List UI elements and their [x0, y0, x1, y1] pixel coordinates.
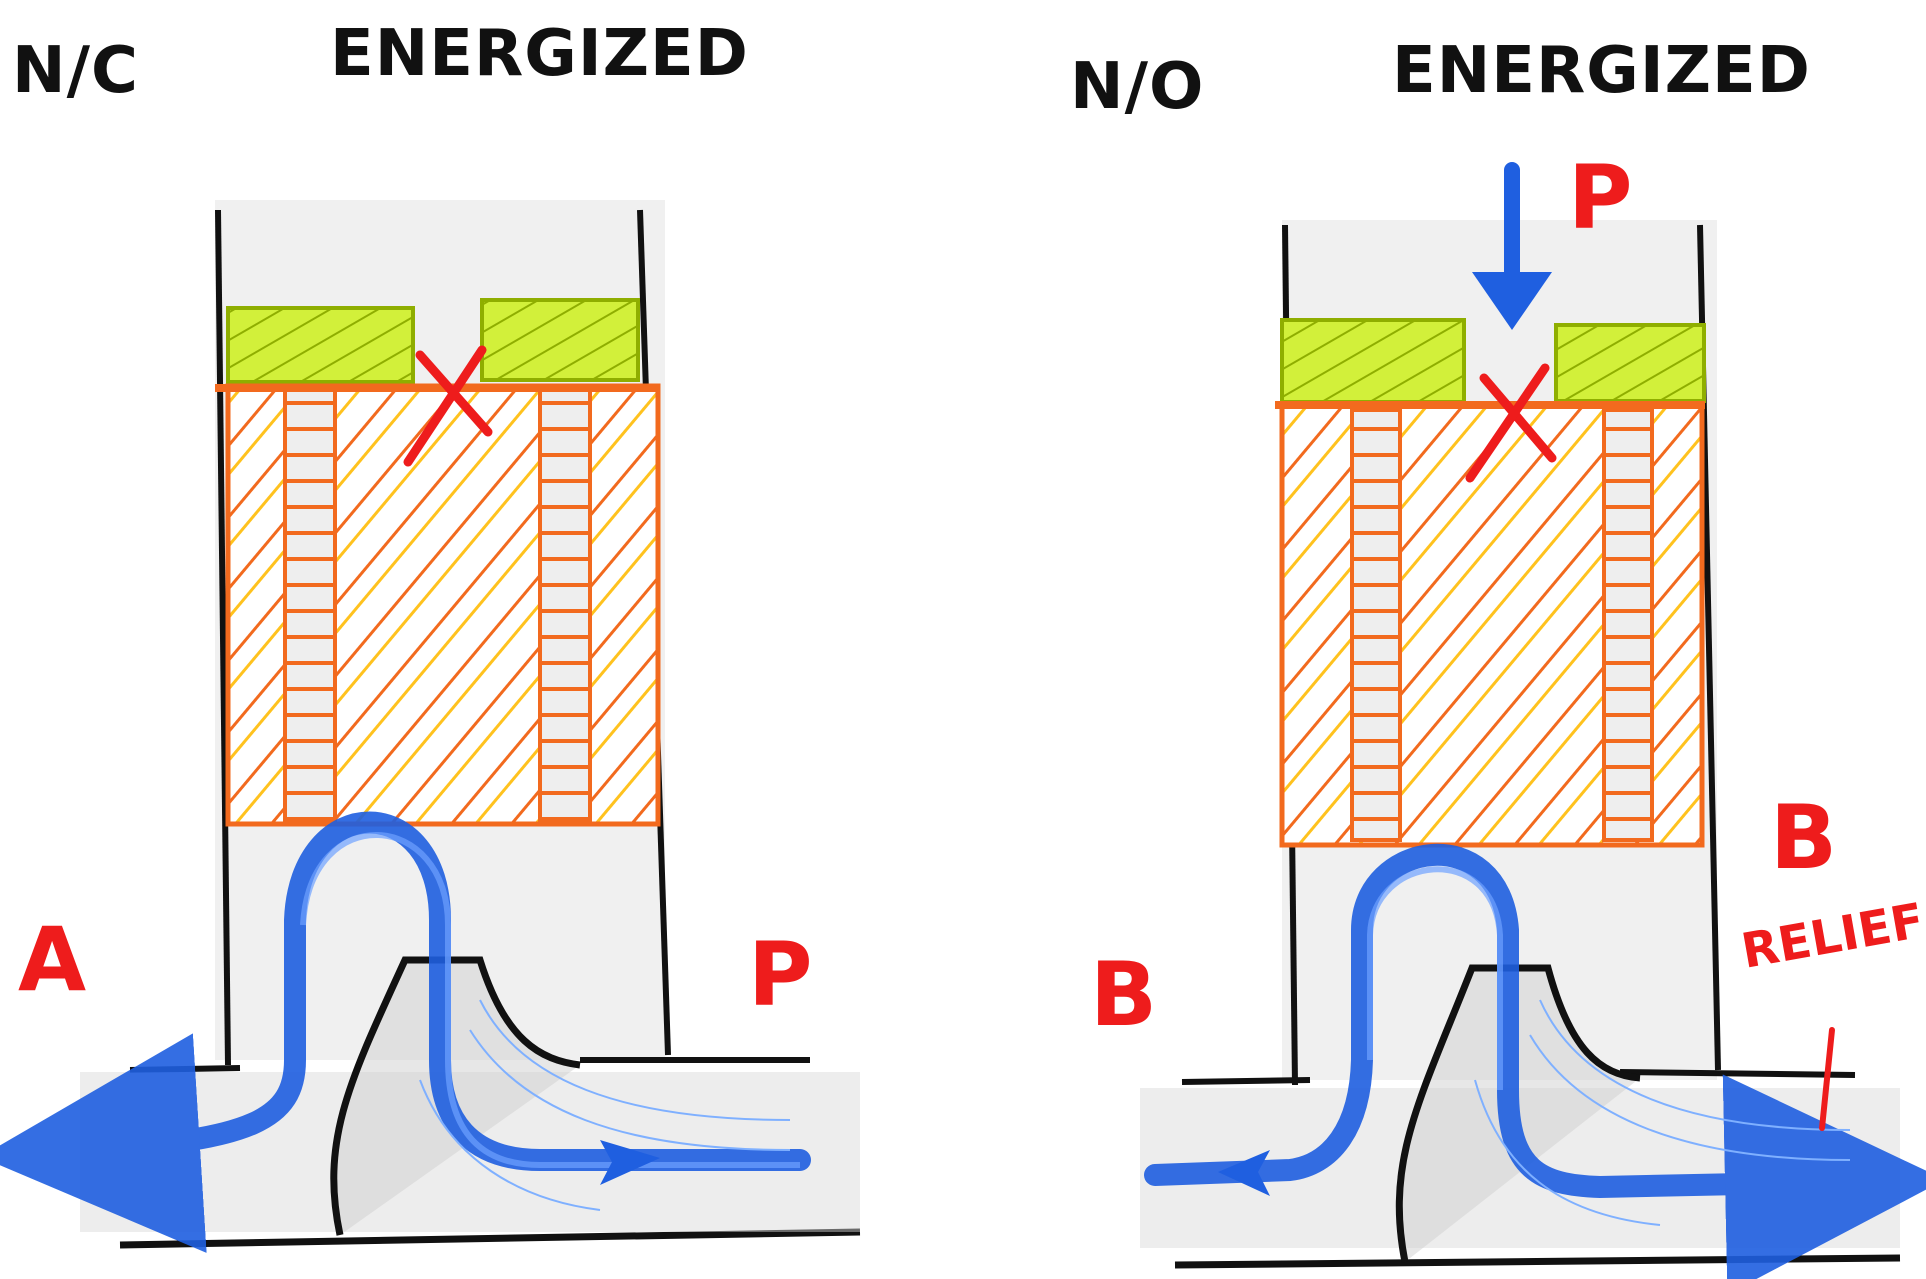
no-plunger [1275, 401, 1705, 848]
no-port-b-side-label: B [1090, 943, 1157, 1046]
no-port-p-top-label: P [1568, 146, 1633, 249]
nc-port-p-label: P [748, 923, 813, 1026]
no-relief-label: RELIEF [1737, 893, 1926, 980]
nc-blocked-x-icon [403, 345, 493, 467]
panel-nc: N/C ENERGIZED [0, 17, 861, 1253]
no-flow-arrow [1144, 843, 1926, 1279]
no-port-b-right-label: B [1770, 786, 1837, 889]
nc-port-a-label: A [18, 908, 86, 1011]
nc-armature-plate [226, 298, 640, 384]
no-armature-plate [1280, 318, 1706, 404]
no-relief-marker [1819, 1027, 1835, 1131]
nc-flow-arrow [0, 811, 811, 1253]
no-state-label: ENERGIZED [1392, 34, 1811, 108]
nc-state-label: ENERGIZED [330, 17, 749, 91]
nc-seat [330, 956, 581, 1236]
nc-type-label: N/C [12, 34, 139, 108]
panel-no: N/O ENERGIZED [1070, 34, 1926, 1279]
no-blocked-x-icon [1465, 363, 1557, 483]
nc-plunger [215, 383, 661, 827]
no-type-label: N/O [1070, 50, 1204, 124]
no-pressure-arrow-down-icon [1472, 162, 1552, 330]
